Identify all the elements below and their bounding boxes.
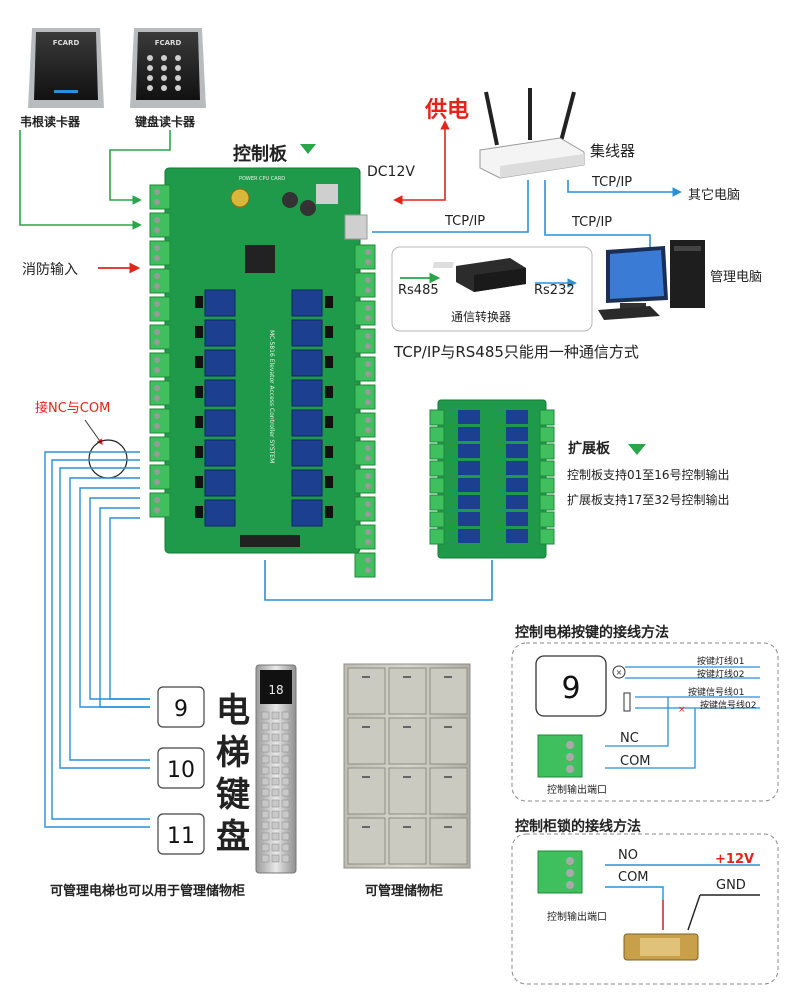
key-10-label: 10: [167, 758, 195, 783]
wiring-key-9: 9: [535, 655, 607, 717]
hub-icon: [479, 88, 585, 179]
cpu-chip: [245, 245, 275, 273]
management-pc-label: 管理电脑: [710, 270, 763, 285]
gnd-label: GND: [716, 878, 746, 893]
power-supply-label: 供电: [425, 98, 470, 123]
nc-com-circle: [88, 439, 128, 479]
lock-icon: [623, 933, 699, 961]
key-button-10: 10: [157, 747, 205, 789]
tcp-label-other: TCP/IP: [592, 175, 633, 190]
expansion-header: [240, 535, 300, 547]
key-9-label: 9: [174, 697, 188, 722]
elevator-wiring-lines: [605, 666, 760, 769]
port-label-2: 控制输出端口: [547, 912, 607, 923]
lamp-icon: [612, 665, 626, 679]
power-arrow: [393, 132, 446, 205]
comm-note: TCP/IP与RS485只能用一种通信方式: [394, 343, 639, 361]
reader-wires: [19, 130, 171, 230]
control-board-relays: [195, 289, 333, 527]
signal-wire-2: 按键信号线02: [700, 701, 757, 711]
lamp-wire-2: 按键灯线02: [697, 670, 745, 680]
management-pc-icon: [598, 240, 705, 320]
nc-label: NC: [620, 731, 639, 746]
nc-com-pointer: [84, 419, 103, 445]
converter-icon: [432, 258, 526, 292]
converter-label: 通信转换器: [451, 310, 512, 324]
control-board-terminals-right: [354, 244, 376, 578]
tcp-label-board: TCP/IP: [445, 214, 486, 229]
no-label: NO: [618, 848, 638, 863]
keypad-buttons: [147, 55, 181, 91]
rs485-label: Rs485: [398, 283, 439, 298]
key-button-11: 11: [157, 813, 205, 855]
expansion-title: 扩展板: [568, 441, 610, 457]
keypad-reader-icon: FCARD: [130, 28, 206, 108]
battery: [230, 188, 250, 208]
expansion-line1: 控制板支持01至16号控制输出: [567, 468, 730, 482]
expansion-line2: 扩展板支持17至32号控制输出: [567, 493, 730, 507]
dc12v-label: DC12V: [367, 164, 415, 180]
wiegand-brand: FCARD: [53, 39, 80, 47]
port-label-1: 控制输出端口: [547, 785, 607, 796]
terminal-block-1-icon: [537, 734, 583, 778]
cabinet-icon: [343, 663, 471, 869]
cabinet-caption: 可管理储物柜: [365, 884, 444, 899]
svg-text:×: ×: [616, 668, 623, 677]
rj45-port: [344, 214, 368, 240]
keys-caption: 可管理电梯也可以用于管理储物柜: [50, 884, 246, 899]
control-board-title: 控制板: [233, 144, 287, 165]
control-board-terminals-left: [149, 184, 171, 518]
keypad-reader-label: 键盘读卡器: [135, 115, 196, 129]
signal-wire-1: 按键信号线01: [688, 688, 745, 698]
panel-display: 18: [268, 683, 283, 697]
converter-box: [391, 246, 593, 332]
terminal-block-2-icon: [537, 850, 583, 894]
board-silk-model: MC-5816 Elevator Access Controller SYSTE…: [268, 330, 275, 463]
keypad-brand: FCARD: [155, 39, 182, 47]
wiring-key-label: 9: [561, 671, 580, 706]
lock-wiring-title: 控制柜锁的接线方法: [515, 819, 641, 835]
board-title-triangle-icon: [300, 144, 316, 154]
lamp-wire-1: 按键灯线01: [697, 657, 745, 667]
plus12v-label: +12V: [715, 852, 755, 867]
expansion-terminals: [429, 409, 555, 545]
key-output-wires: [44, 451, 150, 828]
expansion-relays: [458, 410, 528, 543]
board-silk-top: POWER CPU CARD: [239, 176, 285, 182]
lock-wiring-box: [511, 833, 779, 985]
elevator-keypad-text: 电梯键盘: [216, 691, 250, 857]
control-board: POWER CPU CARD MC-5816 Elevator Access C…: [149, 167, 376, 578]
key-button-9: 9: [157, 686, 205, 728]
other-pc-label: 其它电脑: [688, 188, 741, 203]
expansion-board: [429, 399, 555, 559]
wiegand-reader-icon: FCARD: [28, 28, 104, 108]
lock-wiring-lines: [605, 864, 760, 931]
com-label-2: COM: [618, 870, 649, 885]
elevator-wiring-title: 控制电梯按键的接线方法: [515, 625, 669, 641]
hub-label: 集线器: [590, 142, 636, 160]
network-wires: [264, 180, 682, 601]
switch-icon: [623, 692, 631, 712]
elevator-wiring-box: [511, 642, 779, 802]
key-11-label: 11: [167, 824, 195, 849]
svg-text:×: ×: [678, 705, 686, 715]
expansion-title-triangle-icon: [628, 444, 646, 455]
fire-input-label: 消防输入: [22, 262, 78, 278]
com-label-1: COM: [620, 754, 651, 769]
wiegand-reader-label: 韦根读卡器: [20, 115, 81, 129]
nc-com-label: 接NC与COM: [35, 401, 111, 416]
rs232-label: Rs232: [534, 283, 575, 298]
tcp-label-mgmt: TCP/IP: [572, 215, 613, 230]
elevator-panel-icon: 18: [255, 664, 297, 874]
